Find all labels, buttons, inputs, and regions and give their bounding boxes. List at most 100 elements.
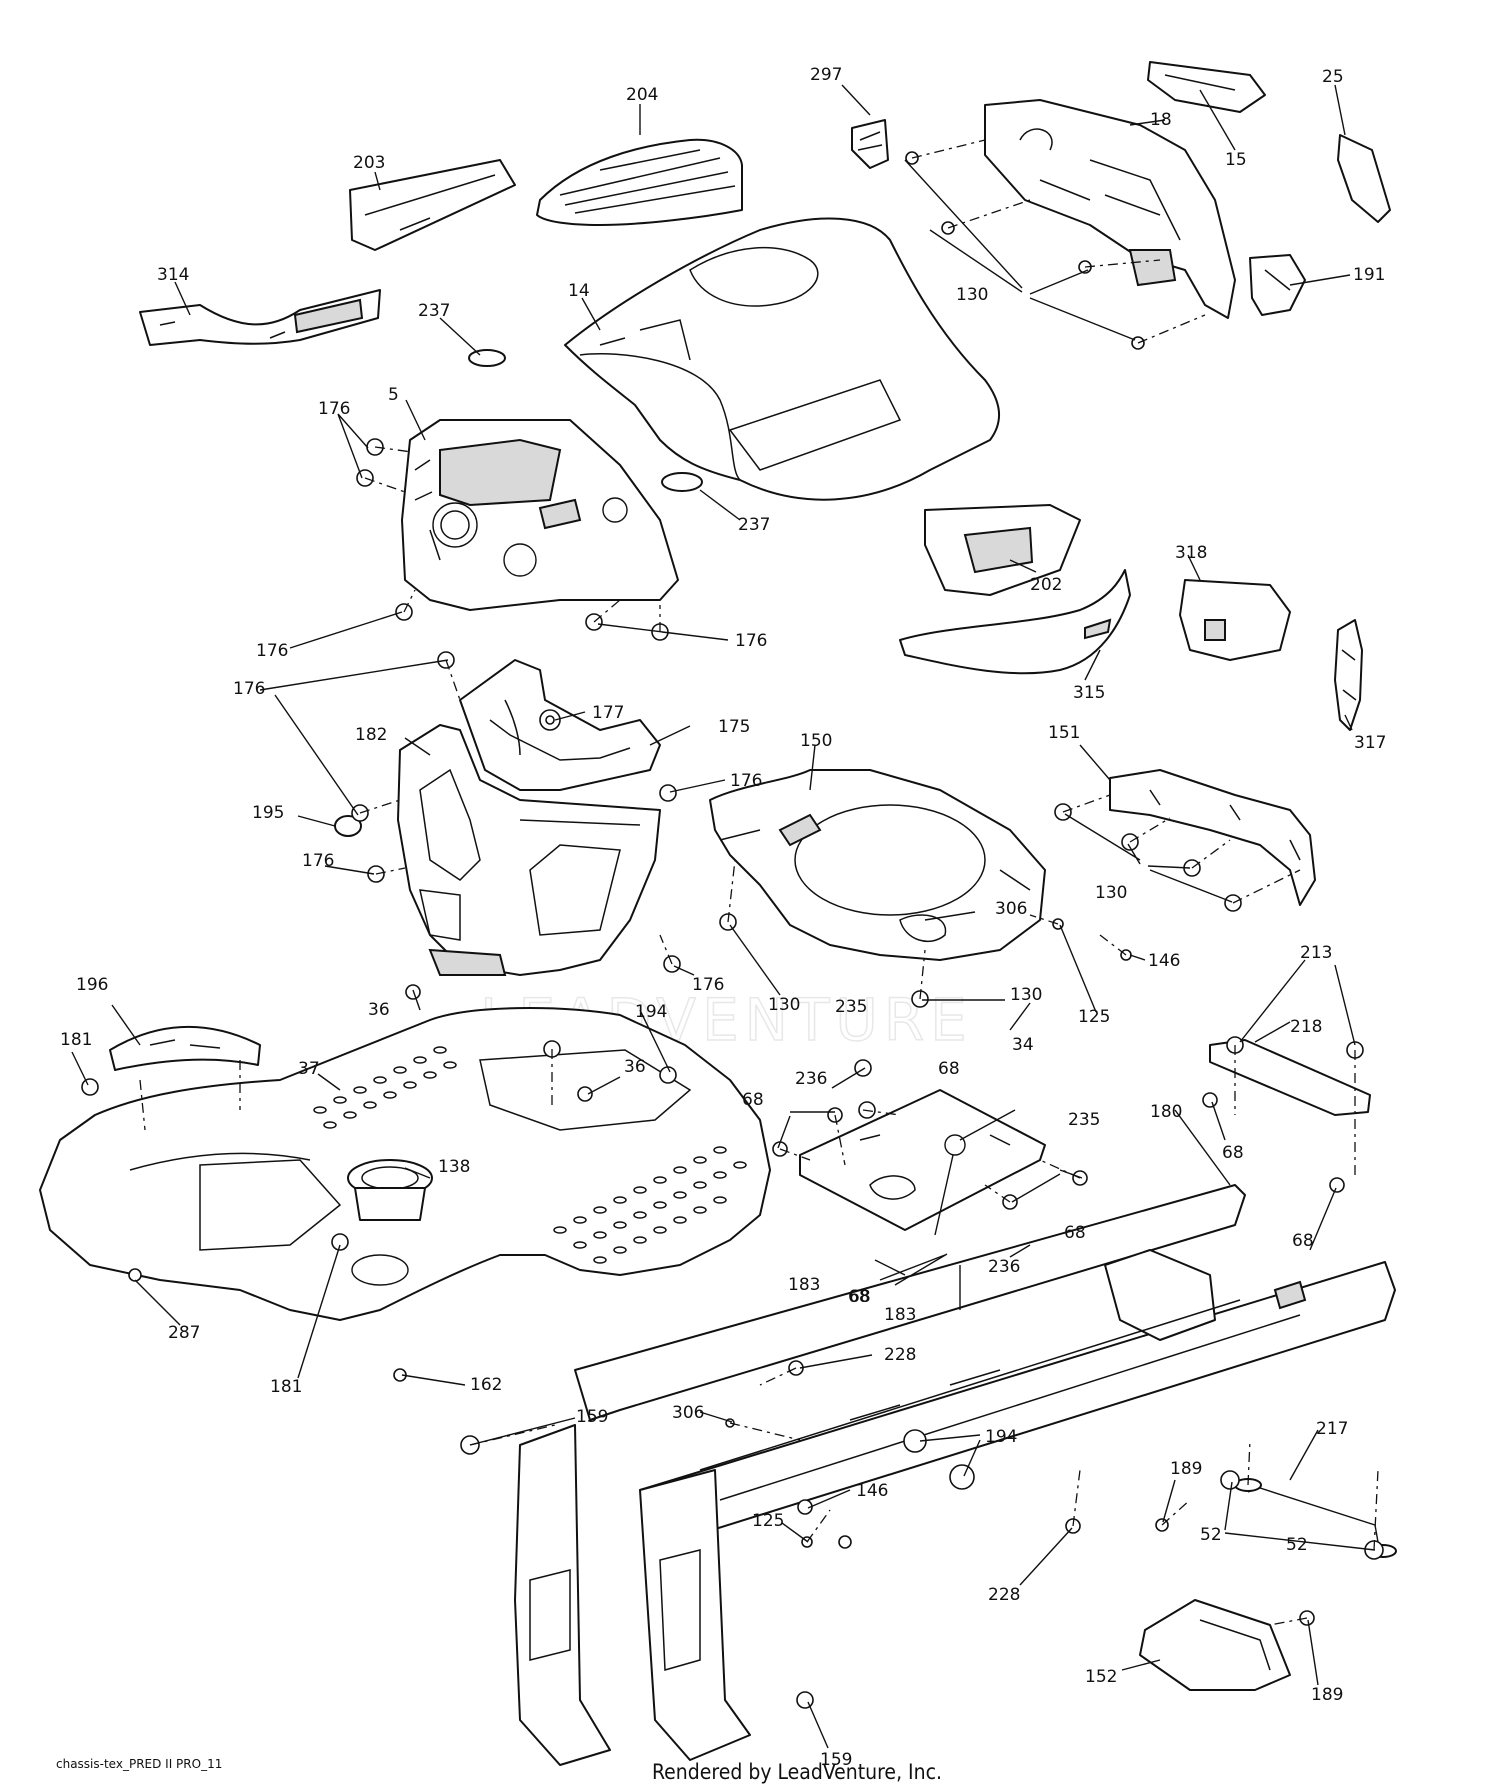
callout-25: 25 bbox=[1322, 67, 1344, 87]
callout-202: 202 bbox=[1030, 575, 1062, 595]
part-191 bbox=[1249, 254, 1306, 316]
drawing-code: chassis-tex_PRED II PRO_11 bbox=[56, 1757, 223, 1771]
callout-159-a: 159 bbox=[576, 1407, 608, 1427]
callout-183-b: 183 bbox=[884, 1305, 916, 1325]
callout-130-d: 130 bbox=[1010, 985, 1042, 1005]
part-314 bbox=[139, 289, 381, 346]
callout-68-e: 68 bbox=[1064, 1223, 1086, 1243]
callout-176-e: 176 bbox=[730, 771, 762, 791]
callout-236-b: 236 bbox=[988, 1257, 1020, 1277]
callout-194-b: 194 bbox=[985, 1427, 1017, 1447]
callout-150: 150 bbox=[800, 731, 832, 751]
part-203 bbox=[349, 159, 516, 251]
callout-175: 175 bbox=[718, 717, 750, 737]
callout-317: 317 bbox=[1354, 733, 1386, 753]
part-seat bbox=[536, 138, 743, 226]
callout-287: 287 bbox=[168, 1323, 200, 1343]
callout-181-b: 181 bbox=[270, 1377, 302, 1397]
callout-306-a: 306 bbox=[995, 899, 1027, 919]
part-34 bbox=[799, 1089, 1046, 1231]
part-150 bbox=[709, 769, 1046, 961]
callout-237-a: 237 bbox=[418, 301, 450, 321]
callout-34: 34 bbox=[1012, 1035, 1034, 1055]
callout-15: 15 bbox=[1225, 150, 1247, 170]
part-237-plug bbox=[468, 349, 506, 367]
callout-183-a: 183 bbox=[788, 1275, 820, 1295]
callout-151: 151 bbox=[1048, 723, 1080, 743]
callout-159-b: 159 bbox=[820, 1750, 852, 1770]
credit-text: Rendered by LeadVenture, Inc. bbox=[652, 1760, 942, 1784]
part-317 bbox=[1334, 619, 1363, 731]
part-hood bbox=[564, 217, 1001, 501]
callout-68-c: 68 bbox=[1222, 1143, 1244, 1163]
callout-68-f: 68 bbox=[848, 1287, 870, 1307]
callout-36-a: 36 bbox=[368, 1000, 390, 1020]
part-315 bbox=[899, 569, 1131, 675]
part-152 bbox=[1139, 1599, 1291, 1691]
callout-236-a: 236 bbox=[795, 1069, 827, 1089]
callout-130-c: 130 bbox=[768, 995, 800, 1015]
callout-176-b: 176 bbox=[256, 641, 288, 661]
callout-228-a: 228 bbox=[884, 1345, 916, 1365]
callout-189-a: 189 bbox=[1170, 1459, 1202, 1479]
part-25 bbox=[1337, 134, 1391, 223]
callout-labels: 297 204 18 15 25 203 130 191 314 237 14 … bbox=[60, 65, 1386, 1770]
callout-152: 152 bbox=[1085, 1667, 1117, 1687]
leader-lines bbox=[71, 84, 1376, 1749]
callout-217: 217 bbox=[1316, 1419, 1348, 1439]
callout-237-b: 237 bbox=[738, 515, 770, 535]
callout-189-b: 189 bbox=[1311, 1685, 1343, 1705]
callout-314: 314 bbox=[157, 265, 189, 285]
callout-130-b: 130 bbox=[1095, 883, 1127, 903]
part-196 bbox=[109, 1025, 261, 1071]
centerlines bbox=[139, 139, 1379, 1626]
part-175 bbox=[459, 659, 661, 791]
callout-176-c: 176 bbox=[735, 631, 767, 651]
callout-204: 204 bbox=[626, 85, 658, 105]
callout-213: 213 bbox=[1300, 943, 1332, 963]
part-177 bbox=[539, 709, 561, 731]
callout-176-f: 176 bbox=[302, 851, 334, 871]
callout-162: 162 bbox=[470, 1375, 502, 1395]
part-297 bbox=[851, 119, 889, 169]
callout-68-b: 68 bbox=[742, 1090, 764, 1110]
part-frame bbox=[514, 1184, 1396, 1766]
callout-52-a: 52 bbox=[1200, 1525, 1222, 1545]
callout-235-a: 235 bbox=[835, 997, 867, 1017]
callout-146-a: 146 bbox=[1148, 951, 1180, 971]
callout-36-b: 36 bbox=[624, 1057, 646, 1077]
callout-68-a: 68 bbox=[938, 1059, 960, 1079]
callout-125-a: 125 bbox=[1078, 1007, 1110, 1027]
callout-37: 37 bbox=[298, 1059, 320, 1079]
callout-297: 297 bbox=[810, 65, 842, 85]
callout-235-b: 235 bbox=[1068, 1110, 1100, 1130]
callout-125-b: 125 bbox=[752, 1511, 784, 1531]
callout-68-d: 68 bbox=[1292, 1231, 1314, 1251]
callout-52-b: 52 bbox=[1286, 1535, 1308, 1555]
callout-191: 191 bbox=[1353, 265, 1385, 285]
callout-176-a: 176 bbox=[318, 399, 350, 419]
part-dash-5 bbox=[401, 419, 679, 611]
callout-196: 196 bbox=[76, 975, 108, 995]
callout-228-b: 228 bbox=[988, 1585, 1020, 1605]
callout-195: 195 bbox=[252, 803, 284, 823]
callout-182: 182 bbox=[355, 725, 387, 745]
part-237-plug-2 bbox=[661, 472, 703, 492]
callout-130-a: 130 bbox=[956, 285, 988, 305]
part-dash-panel bbox=[984, 99, 1236, 319]
callout-18: 18 bbox=[1150, 110, 1172, 130]
part-218 bbox=[1209, 1039, 1371, 1116]
part-151 bbox=[1109, 769, 1316, 906]
callout-306-b: 306 bbox=[672, 1403, 704, 1423]
callout-68-g: 68 bbox=[849, 1287, 871, 1307]
callout-203: 203 bbox=[353, 153, 385, 173]
callout-5: 5 bbox=[388, 385, 399, 405]
part-138 bbox=[347, 1159, 433, 1221]
callout-14: 14 bbox=[568, 281, 590, 301]
callout-180: 180 bbox=[1150, 1102, 1182, 1122]
part-15 bbox=[1147, 61, 1266, 113]
callout-146-b: 146 bbox=[856, 1481, 888, 1501]
callout-218: 218 bbox=[1290, 1017, 1322, 1037]
part-318 bbox=[1179, 579, 1291, 661]
